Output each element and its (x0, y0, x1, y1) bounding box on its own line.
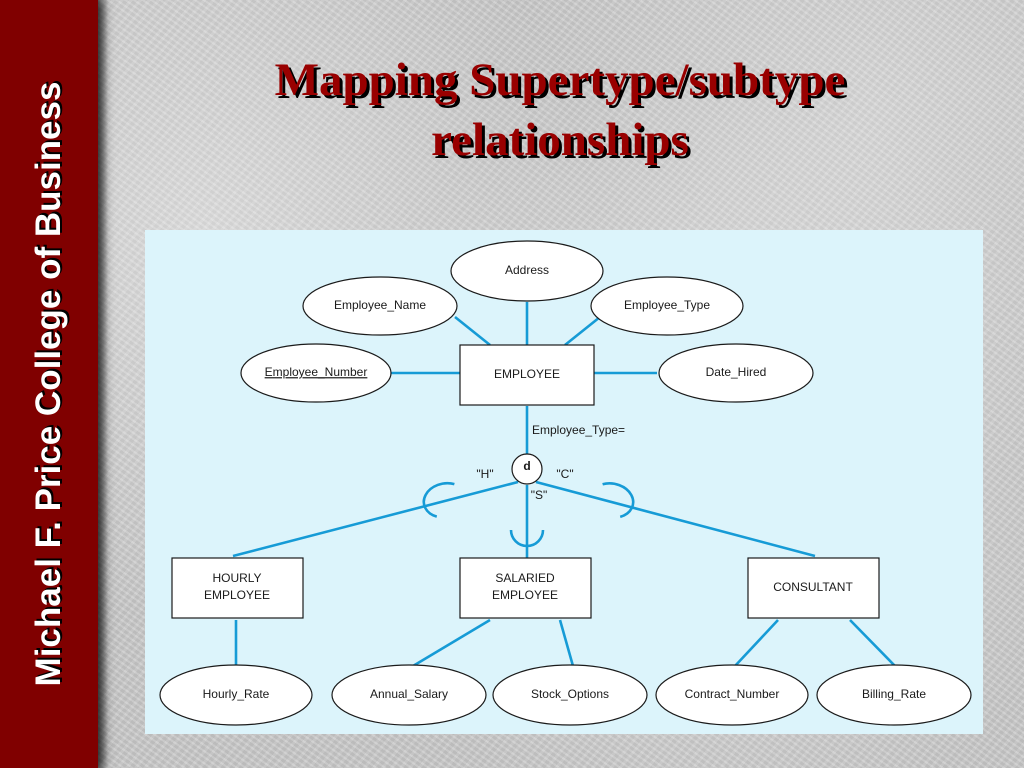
attribute-annual-salary-label: Annual_Salary (370, 687, 448, 701)
slide-title-line-2: relationships (431, 114, 689, 166)
subset-arc-salaried (509, 529, 545, 548)
attribute-employee-name-label: Employee_Name (334, 298, 426, 312)
entity-salaried-employee: SALARIED EMPLOYEE (459, 557, 592, 619)
subtype-value-hourly: "H" (476, 467, 493, 481)
attribute-annual-salary: Annual_Salary (331, 664, 487, 726)
entity-hourly-line-1: HOURLY (212, 571, 261, 585)
subset-arc-consultant (602, 482, 635, 519)
entity-salaried-line-2: EMPLOYEE (492, 588, 558, 602)
attribute-hourly-rate: Hourly_Rate (159, 664, 313, 726)
attribute-stock-options-label: Stock_Options (531, 687, 609, 701)
attribute-address-label: Address (505, 263, 549, 277)
attribute-employee-number-label: Employee_Number (265, 365, 368, 379)
er-diagram-canvas: Address Employee_Name Employee_Type Empl… (159, 240, 972, 726)
attribute-employee-type-label: Employee_Type (624, 298, 710, 312)
attribute-billing-rate-label: Billing_Rate (862, 687, 926, 701)
attribute-date-hired: Date_Hired (658, 343, 814, 403)
attribute-hourly-rate-label: Hourly_Rate (203, 687, 270, 701)
entity-employee: EMPLOYEE (459, 344, 595, 406)
attribute-employee-name: Employee_Name (302, 276, 458, 336)
line-circle-to-consultant (535, 480, 816, 558)
slide-title-line-1: Mapping Supertype/subtype (274, 54, 846, 106)
line-employee-name (454, 315, 491, 347)
entity-consultant: CONSULTANT (747, 557, 880, 619)
entity-consultant-label: CONSULTANT (773, 580, 853, 594)
attribute-contract-number-label: Contract_Number (685, 687, 780, 701)
line-billing-rate (849, 619, 896, 667)
college-name: Michael F. Price College of Business (29, 81, 68, 687)
disjoint-symbol: d (523, 459, 530, 473)
entity-hourly-line-2: EMPLOYEE (204, 588, 270, 602)
connector-lines (232, 302, 896, 668)
line-contract-number (734, 619, 779, 667)
subset-arc-hourly (422, 481, 455, 518)
college-sidebar: Michael F. Price College of Business (0, 0, 98, 768)
sidebar-shadow (98, 0, 108, 768)
line-circle-to-hourly (232, 480, 519, 558)
attribute-employee-type: Employee_Type (590, 276, 744, 336)
attribute-contract-number: Contract_Number (655, 664, 809, 726)
attribute-date-hired-label: Date_Hired (706, 365, 767, 379)
attribute-employee-number: Employee_Number (240, 343, 392, 403)
line-employee-type (564, 315, 601, 347)
subtype-value-consultant: "C" (556, 467, 573, 481)
line-stock-options (558, 619, 575, 667)
line-annual-salary (412, 618, 491, 668)
slide-title: Mapping Supertype/subtype relationships (150, 50, 970, 170)
er-diagram: Address Employee_Name Employee_Type Empl… (145, 230, 983, 734)
attribute-stock-options: Stock_Options (492, 664, 648, 726)
disjoint-circle: d (511, 453, 543, 485)
subtype-value-salaried: "S" (531, 488, 548, 502)
attribute-billing-rate: Billing_Rate (816, 664, 972, 726)
entity-salaried-line-1: SALARIED (495, 571, 555, 585)
entity-hourly-employee: HOURLY EMPLOYEE (171, 557, 304, 619)
discriminator-label: Employee_Type= (532, 423, 625, 437)
attribute-address: Address (450, 240, 604, 302)
entity-employee-label: EMPLOYEE (494, 367, 560, 381)
